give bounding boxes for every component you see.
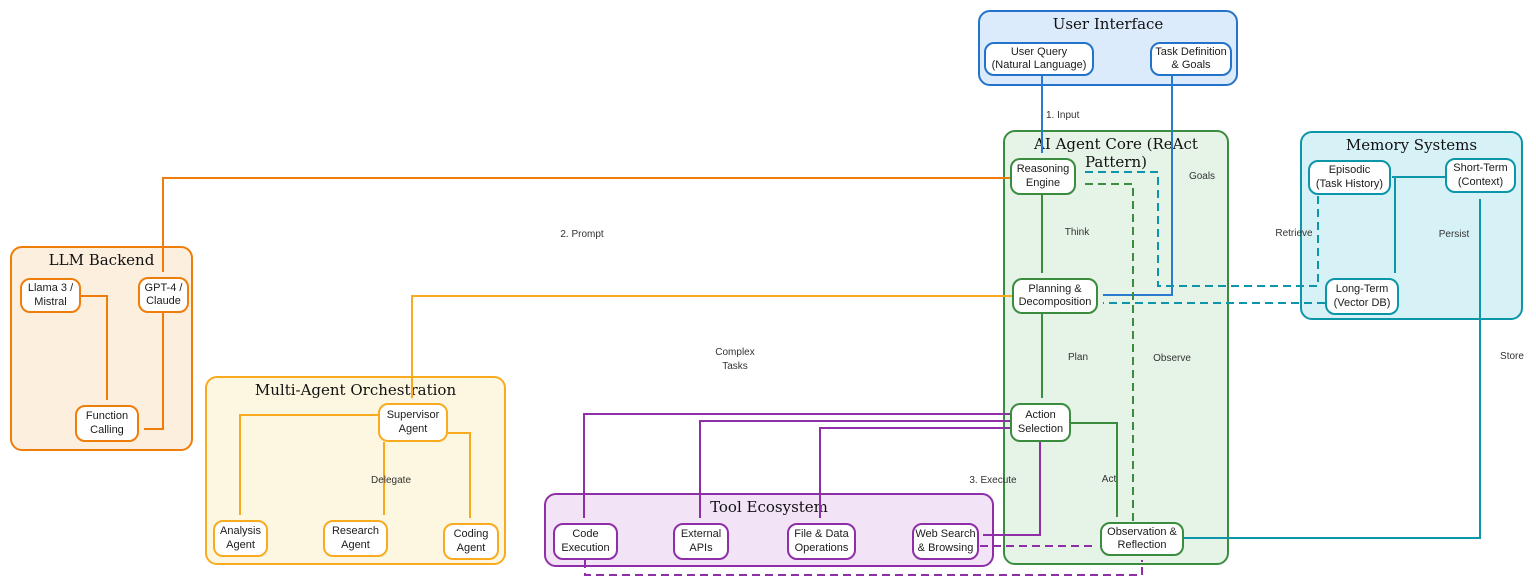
edge-label-persist: Persist bbox=[1438, 229, 1470, 240]
node-episodic-memory: Episodic (Task History) bbox=[1308, 160, 1391, 195]
node-external-apis: External APIs bbox=[673, 523, 729, 560]
edge-action-to-external-apis bbox=[699, 420, 1010, 518]
edge-label-think: Think bbox=[1064, 227, 1090, 238]
edge-act bbox=[1071, 422, 1118, 517]
node-user-query: User Query (Natural Language) bbox=[984, 42, 1094, 76]
edge-label-execute: 3. Execute bbox=[969, 475, 1017, 486]
edge-prompt bbox=[162, 177, 1010, 272]
edge-label-input: 1. Input bbox=[1046, 110, 1080, 121]
node-coding-agent: Coding Agent bbox=[443, 523, 499, 560]
edge-episodic-retrieve bbox=[1081, 171, 1319, 287]
edge-llama-to-function-calling bbox=[81, 295, 108, 400]
edge-action-to-code-execution bbox=[583, 413, 1010, 518]
node-llama-mistral: Llama 3 / Mistral bbox=[20, 278, 81, 313]
edge-label-goals: Goals bbox=[1188, 171, 1216, 182]
edge-label-store: Store bbox=[1500, 351, 1524, 362]
group-llm-backend-title: LLM Backend bbox=[48, 251, 155, 269]
edge-supervisor-to-coding bbox=[448, 432, 471, 518]
edge-label-prompt: 2. Prompt bbox=[560, 229, 604, 240]
node-analysis-agent: Analysis Agent bbox=[213, 520, 268, 557]
group-memory-systems-title: Memory Systems bbox=[1345, 136, 1478, 154]
edge-code-execution-to-observation bbox=[584, 560, 1143, 576]
node-code-execution: Code Execution bbox=[553, 523, 618, 560]
node-action-selection: Action Selection bbox=[1010, 403, 1071, 442]
node-planning-decomposition: Planning & Decomposition bbox=[1012, 278, 1098, 314]
node-gpt4-claude: GPT-4 / Claude bbox=[138, 277, 189, 313]
node-reasoning-engine: Reasoning Engine bbox=[1010, 158, 1076, 195]
node-observation-reflection: Observation & Reflection bbox=[1100, 522, 1184, 556]
edge-label-observe: Observe bbox=[1153, 353, 1191, 364]
edge-label-delegate: Delegate bbox=[370, 475, 412, 486]
group-ai-agent-core-title: AI Agent Core (ReAct Pattern) bbox=[1034, 135, 1198, 171]
edge-label-act: Act bbox=[1101, 474, 1117, 485]
node-file-data-operations: File & Data Operations bbox=[787, 523, 856, 560]
edge-action-to-file-data bbox=[819, 427, 1010, 518]
edge-goals bbox=[1103, 76, 1173, 296]
edge-supervisor-to-analysis bbox=[239, 414, 378, 515]
node-task-definition: Task Definition & Goals bbox=[1150, 42, 1232, 76]
node-web-search-browsing: Web Search & Browsing bbox=[912, 523, 979, 560]
edge-label-retrieve: Retrieve bbox=[1275, 228, 1313, 239]
edge-label-complex-tasks: Complex Tasks bbox=[715, 347, 755, 372]
node-supervisor-agent: Supervisor Agent bbox=[378, 403, 448, 442]
edge-store-persist bbox=[1184, 199, 1481, 539]
node-function-calling: Function Calling bbox=[75, 405, 139, 442]
node-short-term-memory: Short-Term (Context) bbox=[1445, 158, 1516, 193]
edge-execute-to-web-search bbox=[983, 442, 1041, 536]
edge-observe-feedback bbox=[1081, 183, 1134, 521]
edge-gpt4-to-function-calling bbox=[144, 313, 164, 430]
group-multi-agent-orchestration-title: Multi-Agent Orchestration bbox=[254, 381, 457, 399]
group-tool-ecosystem-title: Tool Ecosystem bbox=[710, 498, 828, 516]
edge-label-plan: Plan bbox=[1067, 352, 1089, 363]
group-user-interface-title: User Interface bbox=[1052, 15, 1164, 33]
node-long-term-memory: Long-Term (Vector DB) bbox=[1325, 278, 1399, 315]
node-research-agent: Research Agent bbox=[323, 520, 388, 557]
edge-complex-tasks bbox=[411, 295, 1012, 398]
